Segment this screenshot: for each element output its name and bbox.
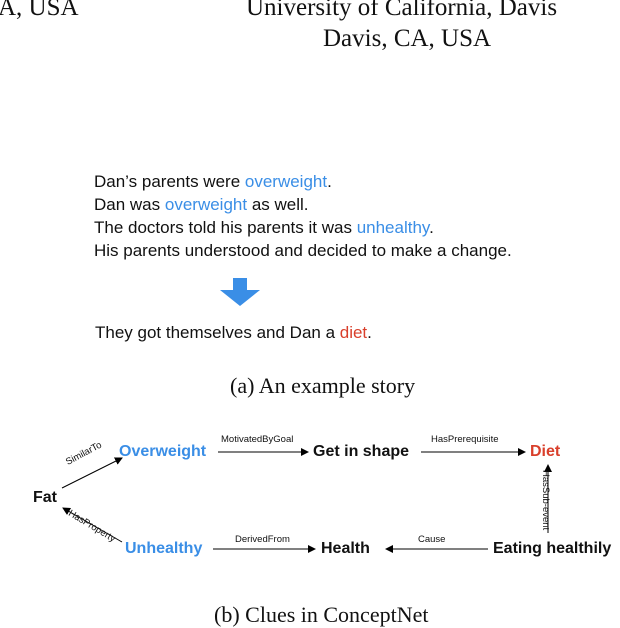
story-text: They got themselves and Dan a [95, 323, 340, 342]
node-unhealthy: Unhealthy [125, 540, 203, 557]
edge-label-has-prerequisite: HasPrerequisite [431, 434, 499, 445]
edge-label-derived-from: DerivedFrom [235, 534, 290, 545]
edge-label-has-sub-event: HasSub-event [540, 470, 551, 531]
story-text: . [327, 172, 332, 191]
story-line-4: His parents understood and decided to ma… [94, 241, 512, 260]
story-ending: They got themselves and Dan a diet. [95, 323, 372, 343]
story-keyword: overweight [244, 172, 328, 191]
story-text: . [429, 218, 434, 237]
story-text: Dan’s parents were [94, 172, 245, 191]
edge-label-motivated-by-goal: MotivatedByGoal [221, 434, 294, 445]
story-text: The doctors told his parents it was [94, 218, 357, 237]
story-text: . [367, 323, 372, 342]
story-text: Dan was [94, 195, 165, 214]
node-fat: Fat [33, 489, 57, 506]
story-keyword: overweight [164, 195, 248, 214]
right-affiliation-line2: Davis, CA, USA [323, 25, 492, 52]
edge-label-cause: Cause [418, 534, 446, 545]
story-line-3: The doctors told his parents it was unhe… [94, 218, 434, 238]
node-eating-healthily: Eating healthily [493, 540, 612, 557]
node-health: Health [321, 540, 370, 557]
story-text: as well. [247, 195, 309, 214]
edge-similar-to [61, 457, 123, 489]
node-diet: Diet [530, 443, 561, 460]
story-keyword: unhealthy [356, 218, 430, 237]
node-overweight: Overweight [119, 443, 207, 460]
node-get-in-shape: Get in shape [313, 443, 410, 460]
left-affiliation: A, USA [0, 0, 79, 21]
caption-a: (a) An example story [230, 373, 416, 398]
edge-has-property [62, 507, 123, 543]
right-affiliation-line1: University of California, Davis [246, 0, 558, 21]
caption-b: (b) Clues in ConceptNet [214, 602, 429, 627]
story-line-2: Dan was overweight as well. [94, 195, 309, 215]
story-keyword: diet [339, 323, 368, 342]
story-line-1: Dan’s parents were overweight. [94, 172, 332, 192]
